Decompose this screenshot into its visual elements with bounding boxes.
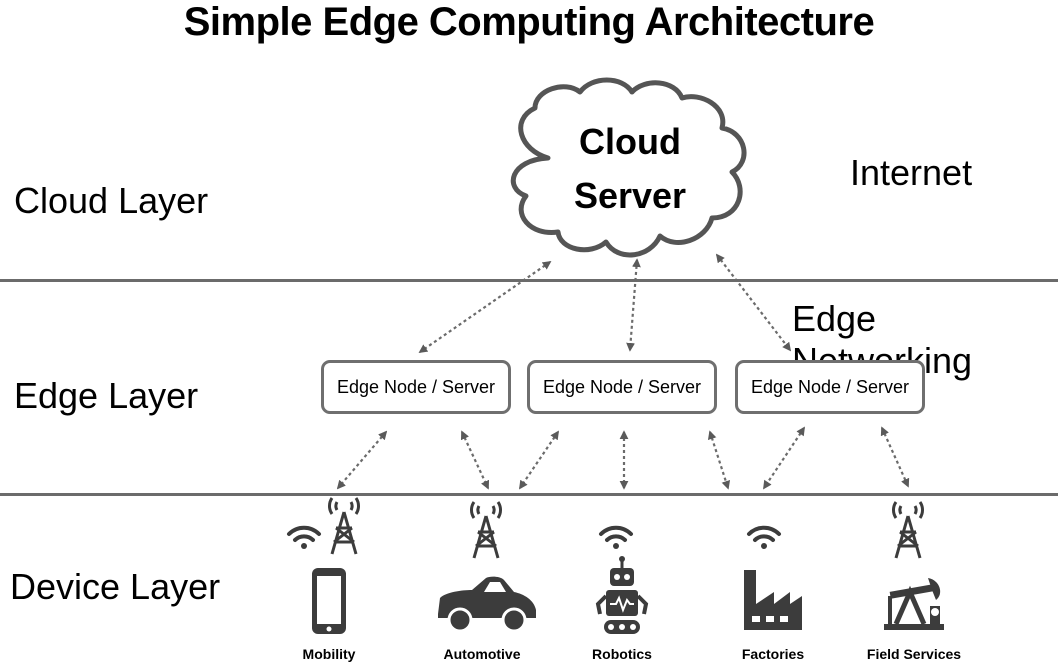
device-label-mobility: Mobility: [302, 646, 356, 662]
device-layer-label: Device Layer: [10, 566, 221, 607]
cell-tower-icon: [891, 501, 925, 559]
device-label-robotics: Robotics: [592, 646, 652, 662]
wifi-icon: [287, 525, 321, 549]
cloud-layer-label: Cloud Layer: [14, 180, 209, 221]
internet-label: Internet: [850, 152, 973, 193]
edge-node-2: Edge Node / Server: [527, 360, 717, 414]
cloud-edge-connectors: [418, 253, 792, 354]
cell-tower-icon: [469, 501, 503, 559]
cell-tower-icon: [327, 497, 361, 555]
cloud-label-line2: Server: [573, 175, 687, 216]
edge-device-connectors: [336, 426, 910, 490]
wifi-icon: [599, 525, 633, 549]
car-icon: [438, 576, 536, 633]
edge-node-1: Edge Node / Server: [321, 360, 511, 414]
edge-node-3: Edge Node / Server: [735, 360, 925, 414]
device-label-field-services: Field Services: [866, 646, 962, 662]
diagram-title: Simple Edge Computing Architecture: [183, 0, 875, 44]
cloud-server-icon: [510, 77, 747, 258]
device-label-factories: Factories: [741, 646, 805, 662]
cloud-label-line1: Cloud: [579, 121, 681, 162]
edge-device-divider: [0, 493, 1058, 496]
edge-layer-label: Edge Layer: [14, 375, 199, 416]
device-label-automotive: Automotive: [443, 646, 521, 662]
robot-icon: [595, 556, 649, 634]
smartphone-icon: [312, 568, 346, 634]
factory-icon: [744, 570, 802, 630]
oil-pump-icon: [884, 578, 944, 630]
wifi-icon: [747, 525, 781, 549]
